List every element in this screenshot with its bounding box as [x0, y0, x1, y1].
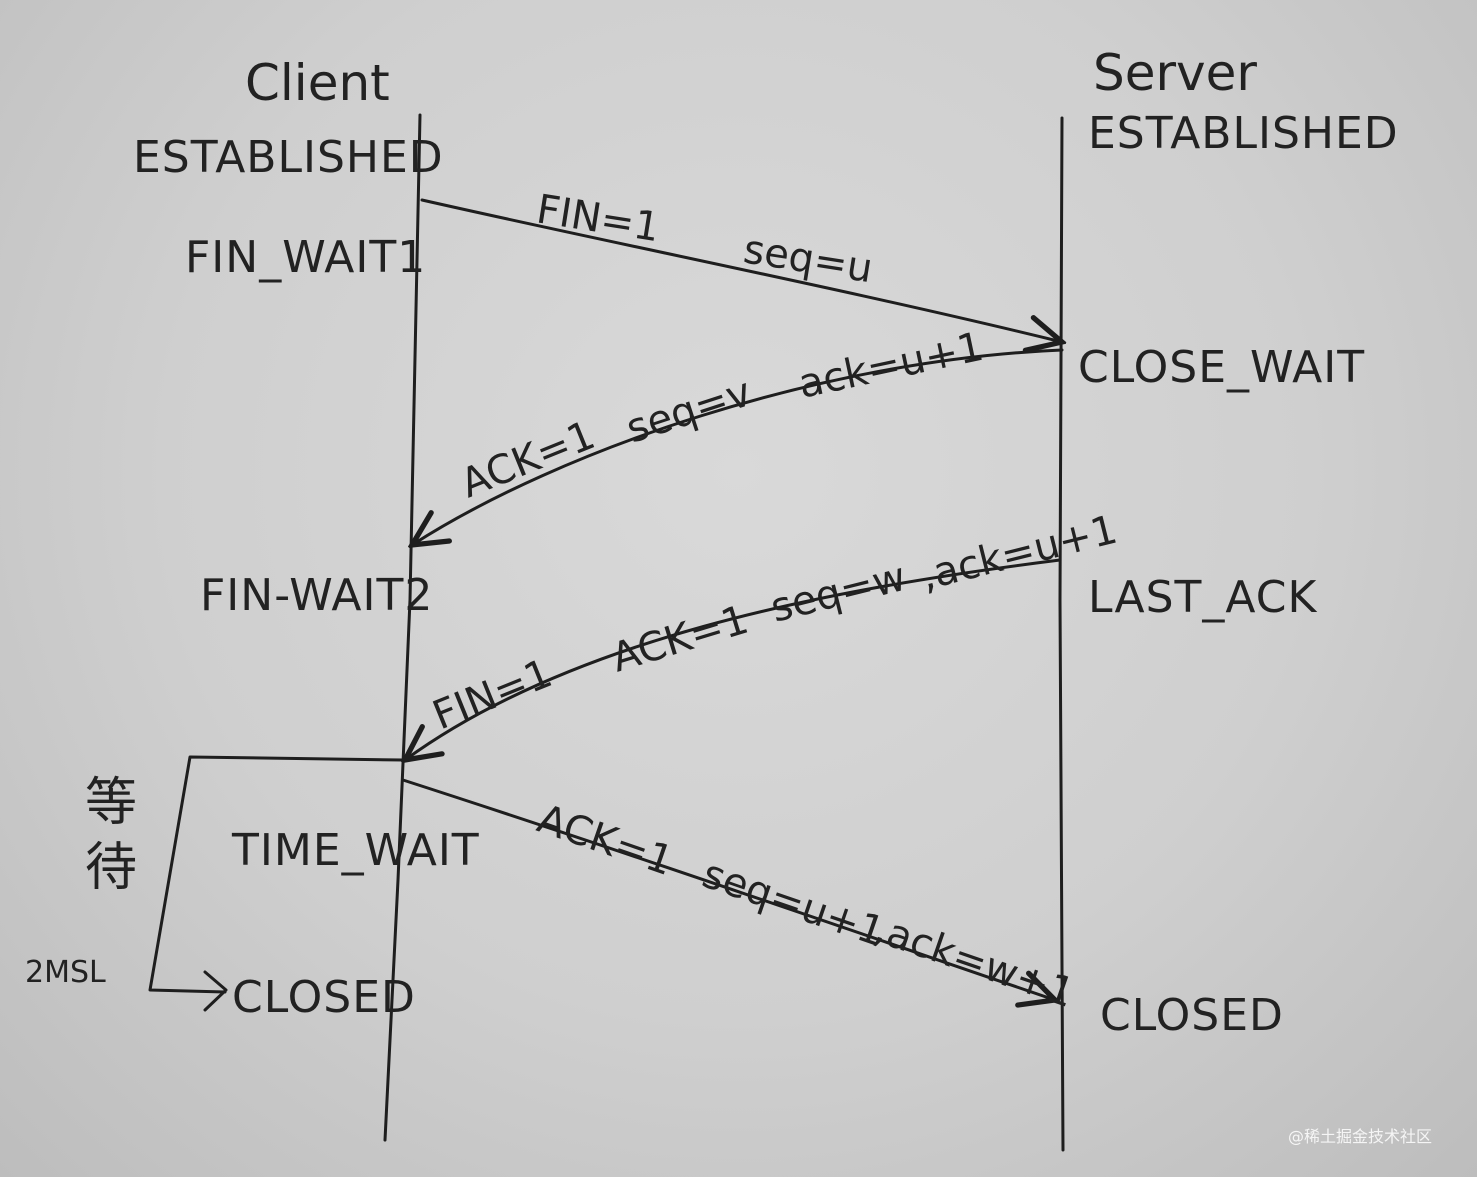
client-established-state: ESTABLISHED [133, 132, 444, 183]
msg1-seq: seq=u [740, 226, 875, 292]
wait-duration-2msl: 2MSL [25, 955, 106, 990]
msg2-ack: ack=u+1 [795, 324, 988, 408]
time-wait-bracket [148, 755, 405, 994]
arrow-ack-server-to-client [412, 348, 1064, 545]
wait-label-char1: 等 [85, 773, 137, 833]
arrow-fin-ack-server-to-client [405, 558, 1062, 760]
msg3-fin-flag: FIN=1 [427, 650, 559, 739]
msg3-ack-flag: ACK=1 [606, 597, 753, 682]
msg1-fin-flag: FIN=1 [533, 186, 662, 251]
server-close-wait-state: CLOSE_WAIT [1078, 342, 1365, 393]
msg4-ack-flag: ACK=1 [532, 796, 679, 885]
msg4-seq: seq=u+1 [697, 851, 890, 956]
client-title: Client [245, 54, 390, 112]
client-fin-wait2-state: FIN-WAIT2 [200, 570, 433, 621]
server-closed-state: CLOSED [1100, 990, 1284, 1041]
msg4-ack: ,ack=w+1 [869, 906, 1080, 1017]
watermark: @稀土掘金技术社区 [1288, 1127, 1432, 1146]
arrow-fin-client-to-server [420, 198, 1062, 342]
msg2-ack-flag: ACK=1 [455, 412, 602, 507]
client-closed-state: CLOSED [232, 972, 416, 1023]
msg2-seq: seq=v [621, 369, 757, 452]
closed-arrow-head [203, 970, 228, 1012]
client-time-wait-state: TIME_WAIT [231, 825, 480, 876]
msg3-seq: seq=w [766, 554, 910, 632]
server-lifeline [1058, 116, 1065, 1152]
wait-label-char2: 待 [85, 838, 137, 898]
server-established-state: ESTABLISHED [1088, 108, 1399, 159]
client-fin-wait1-state: FIN_WAIT1 [185, 232, 426, 283]
server-title: Server [1093, 44, 1257, 102]
arrow-ack-client-to-server [401, 778, 1055, 1000]
server-last-ack-state: LAST_ACK [1088, 572, 1317, 623]
